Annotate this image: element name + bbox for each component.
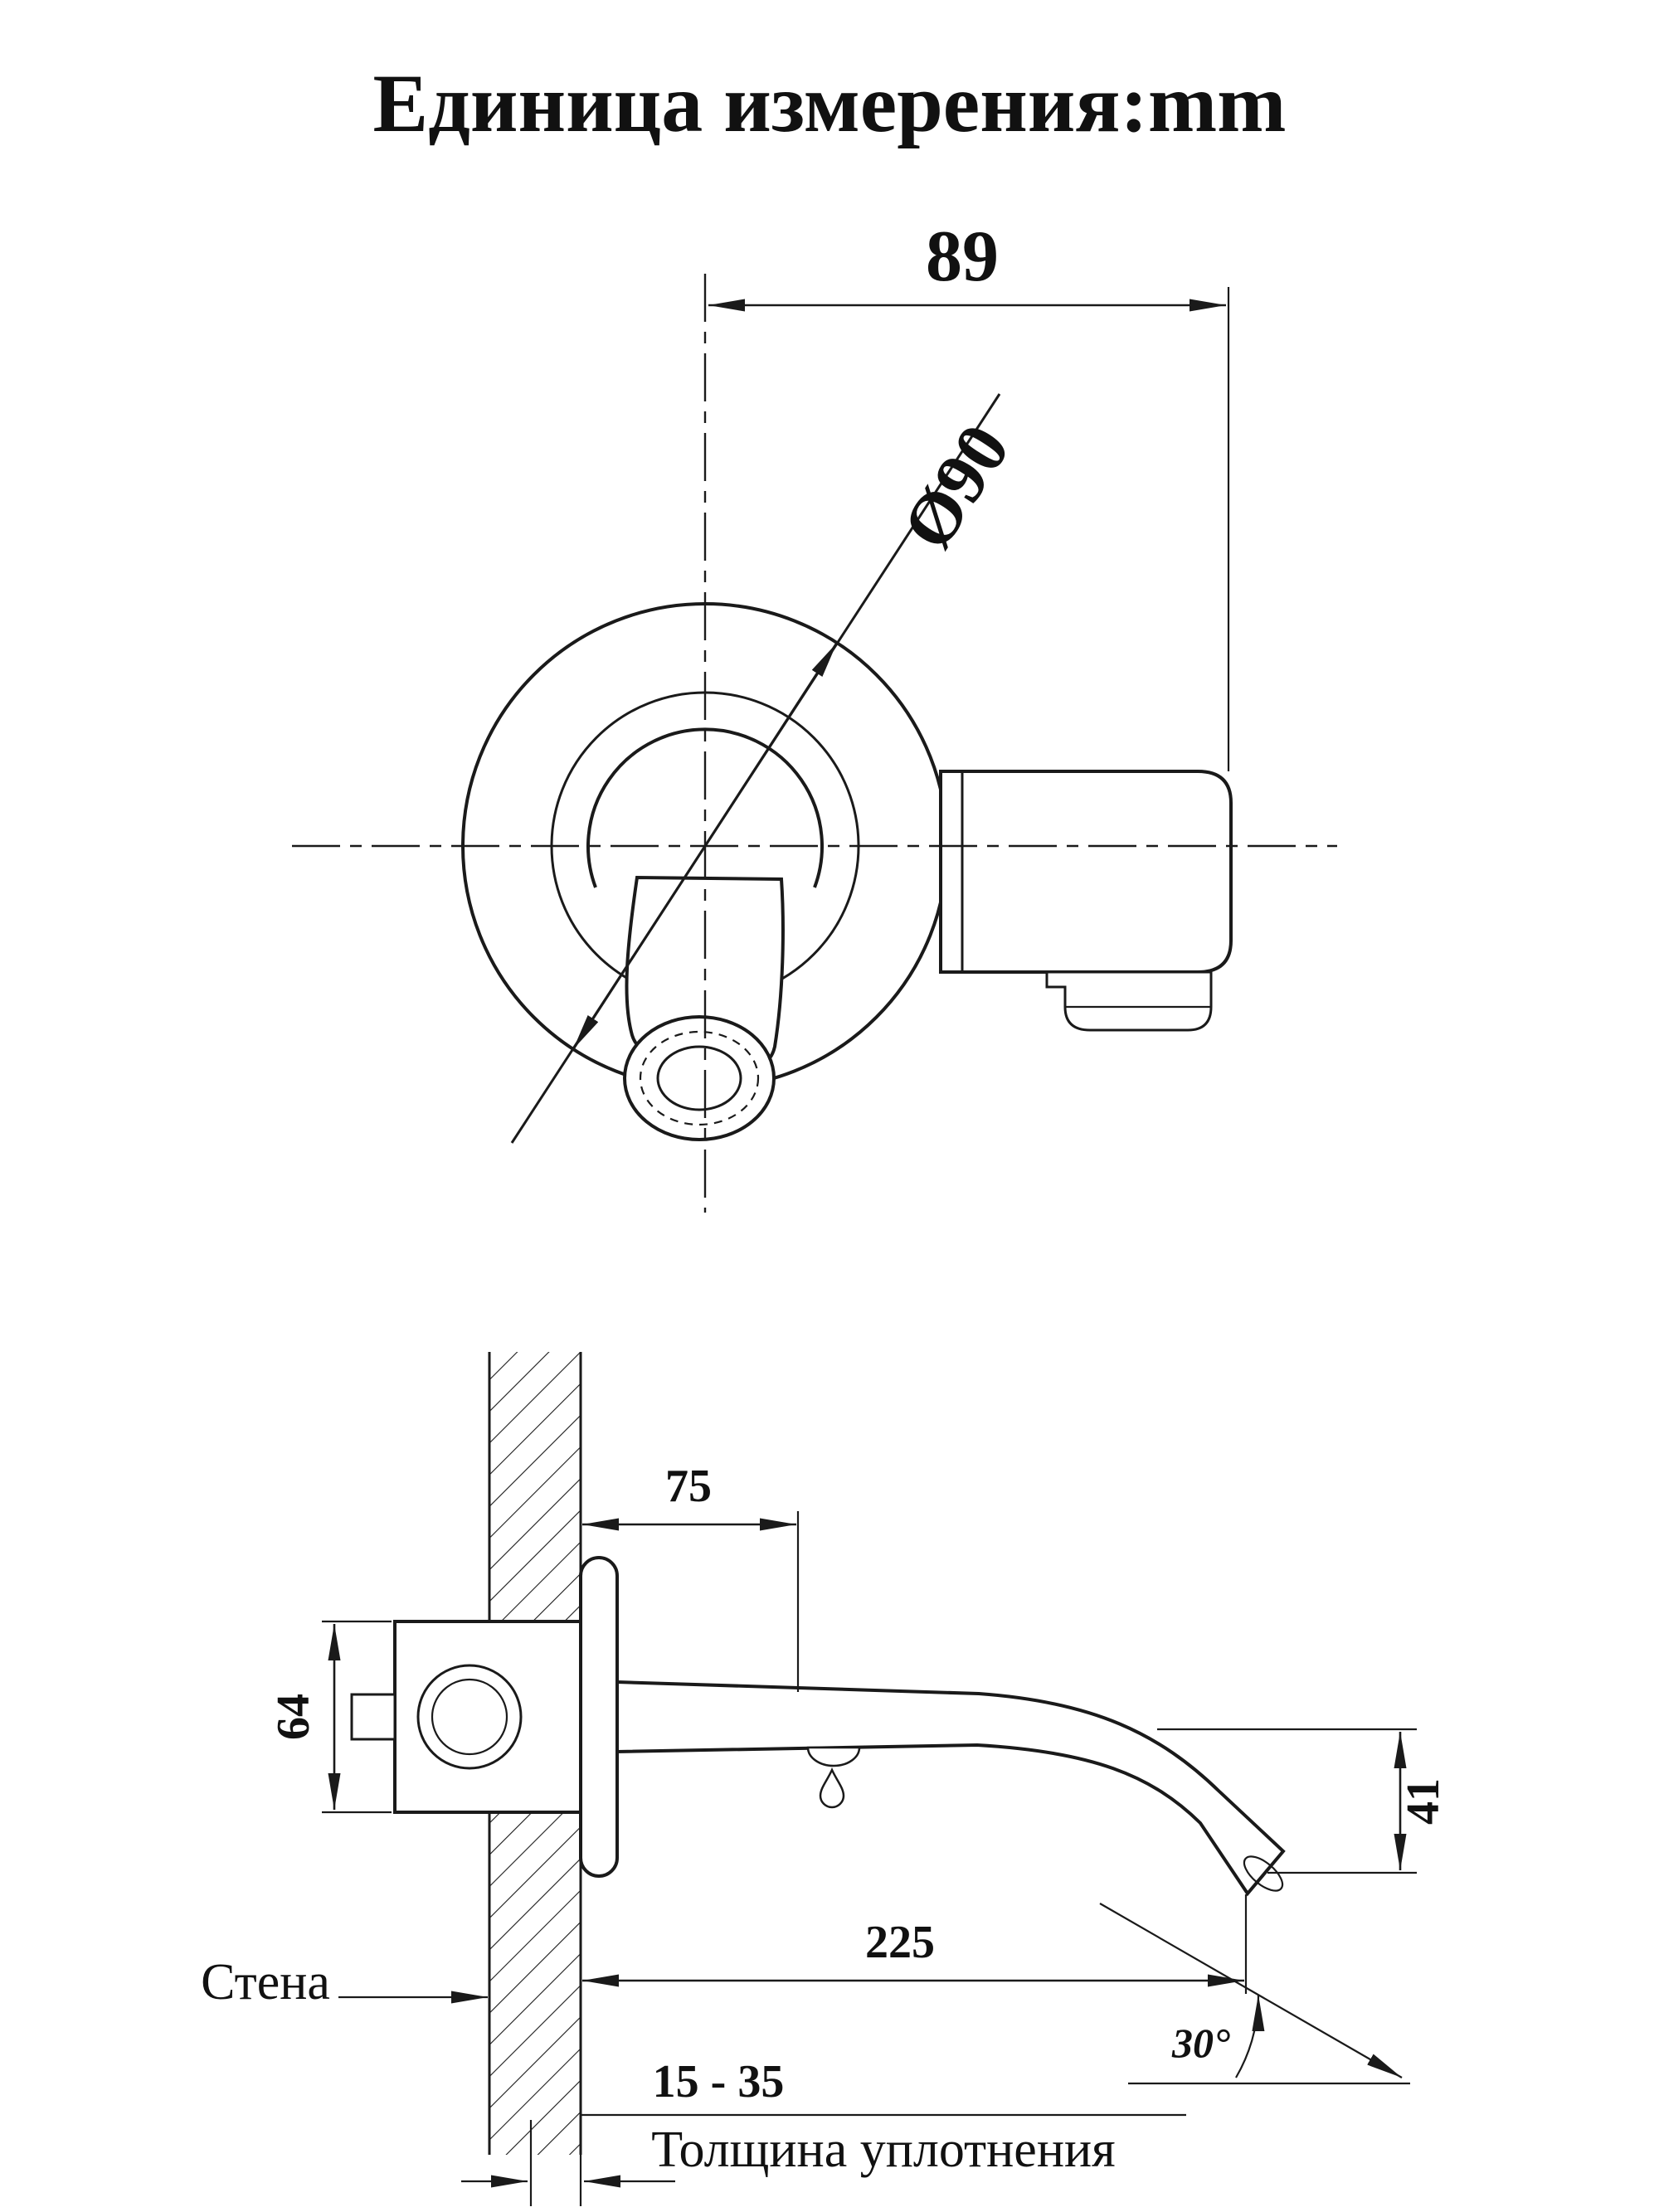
wall-label-group: Стена: [201, 1954, 488, 2010]
escutcheon-side: [579, 1556, 619, 1878]
aerator-knurl-ring: [639, 1030, 760, 1126]
spout-side: [615, 1680, 1286, 1897]
angle-arc: [1235, 1994, 1265, 2078]
dim-projection-group: 75: [582, 1461, 800, 1692]
dim-front-width: 89: [926, 216, 999, 297]
dim-spout-length: 225: [865, 1917, 935, 1968]
drawing-title: Единица измерения:mm: [373, 57, 1287, 149]
water-drop-icon: [819, 1767, 845, 1809]
dim-body-height-group: 64: [268, 1620, 392, 1814]
inlet-port-inner: [431, 1678, 508, 1756]
dim-spout-length-group: 225: [582, 1894, 1248, 1994]
dim-outlet-angle-group: 30°: [1099, 1903, 1410, 2085]
spout-outlet-detail: [1243, 1855, 1284, 1892]
dim-body-height: 64: [268, 1694, 319, 1740]
angle-axis-line: [1099, 1903, 1403, 2078]
handle-front: [1045, 970, 1213, 1032]
dim-outlet-angle: 30°: [1171, 2020, 1230, 2066]
seal-thickness-group: 15 - 35 Толщина уплотнения: [461, 2056, 1186, 2206]
front-view: 89 Ø90: [292, 216, 1337, 1213]
mixer-body-front: [939, 770, 1233, 974]
inlet-stub: [350, 1693, 397, 1741]
dim-outlet-drop-group: 41: [1157, 1728, 1449, 1874]
dim-plate-diameter: Ø90: [888, 411, 1026, 563]
seal-thickness-range: 15 - 35: [653, 2056, 785, 2107]
wall-label: Стена: [201, 1954, 330, 2010]
dim-outlet-drop: 41: [1398, 1778, 1449, 1825]
sensor-dome: [806, 1746, 861, 1767]
side-view: 75 64 41 225 30°: [201, 1352, 1449, 2206]
dim-projection: 75: [665, 1461, 712, 1512]
seal-thickness-label: Толщина уплотнения: [651, 2122, 1115, 2178]
inlet-port-outer: [416, 1664, 523, 1770]
dim-front-width-group: 89: [708, 216, 1230, 771]
aerator-outer: [623, 1015, 776, 1141]
